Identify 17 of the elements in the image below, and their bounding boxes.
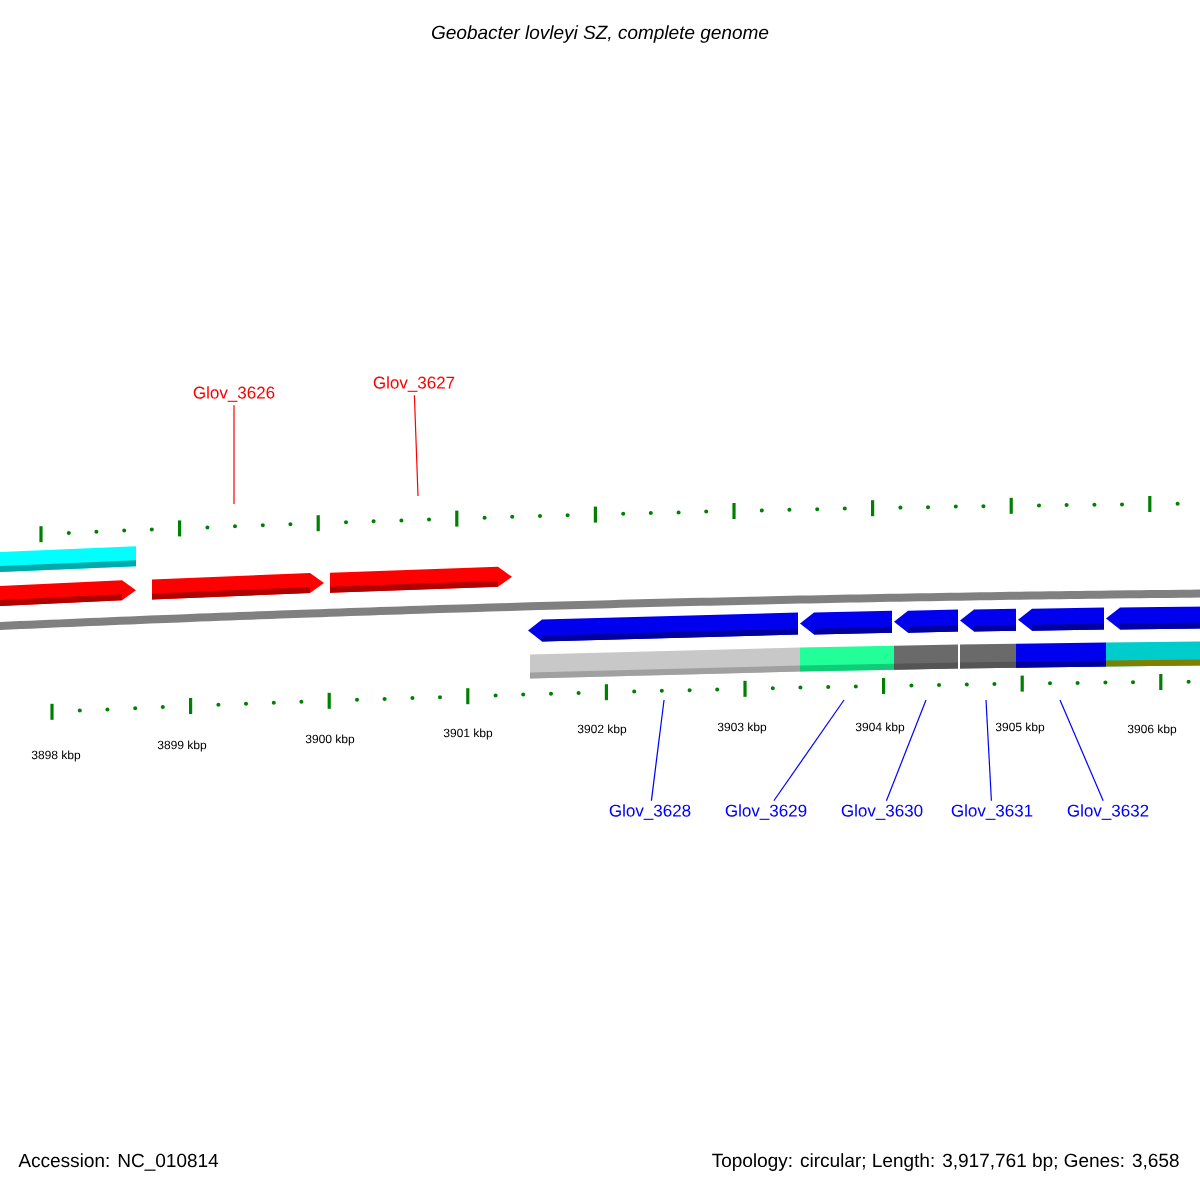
gene-label: Glov_3626 <box>193 386 275 402</box>
title: Geobacter lovleyi SZ, complete genome <box>431 25 769 43</box>
leader-line <box>1059 699 1104 802</box>
leader-line <box>773 699 845 802</box>
leader-line <box>985 699 992 802</box>
gene-label: Glov_3627 <box>373 376 455 392</box>
leader-line <box>413 394 419 497</box>
gene-label: Glov_3630 <box>841 804 923 820</box>
leader-line <box>233 404 235 505</box>
gene-label: Glov_3631 <box>951 804 1033 820</box>
leader-line <box>885 699 927 802</box>
gene-label: Glov_3629 <box>725 804 807 820</box>
accession-text: Accession: NC_010814 <box>18 1153 219 1171</box>
gene-label: Glov_3632 <box>1067 804 1149 820</box>
leader-line <box>650 699 665 802</box>
genome-info-text: Topology: circular; Length: 3,917,761 bp; Genes: 3,658 <box>712 1153 1179 1171</box>
gene-label: Glov_3628 <box>609 804 691 820</box>
